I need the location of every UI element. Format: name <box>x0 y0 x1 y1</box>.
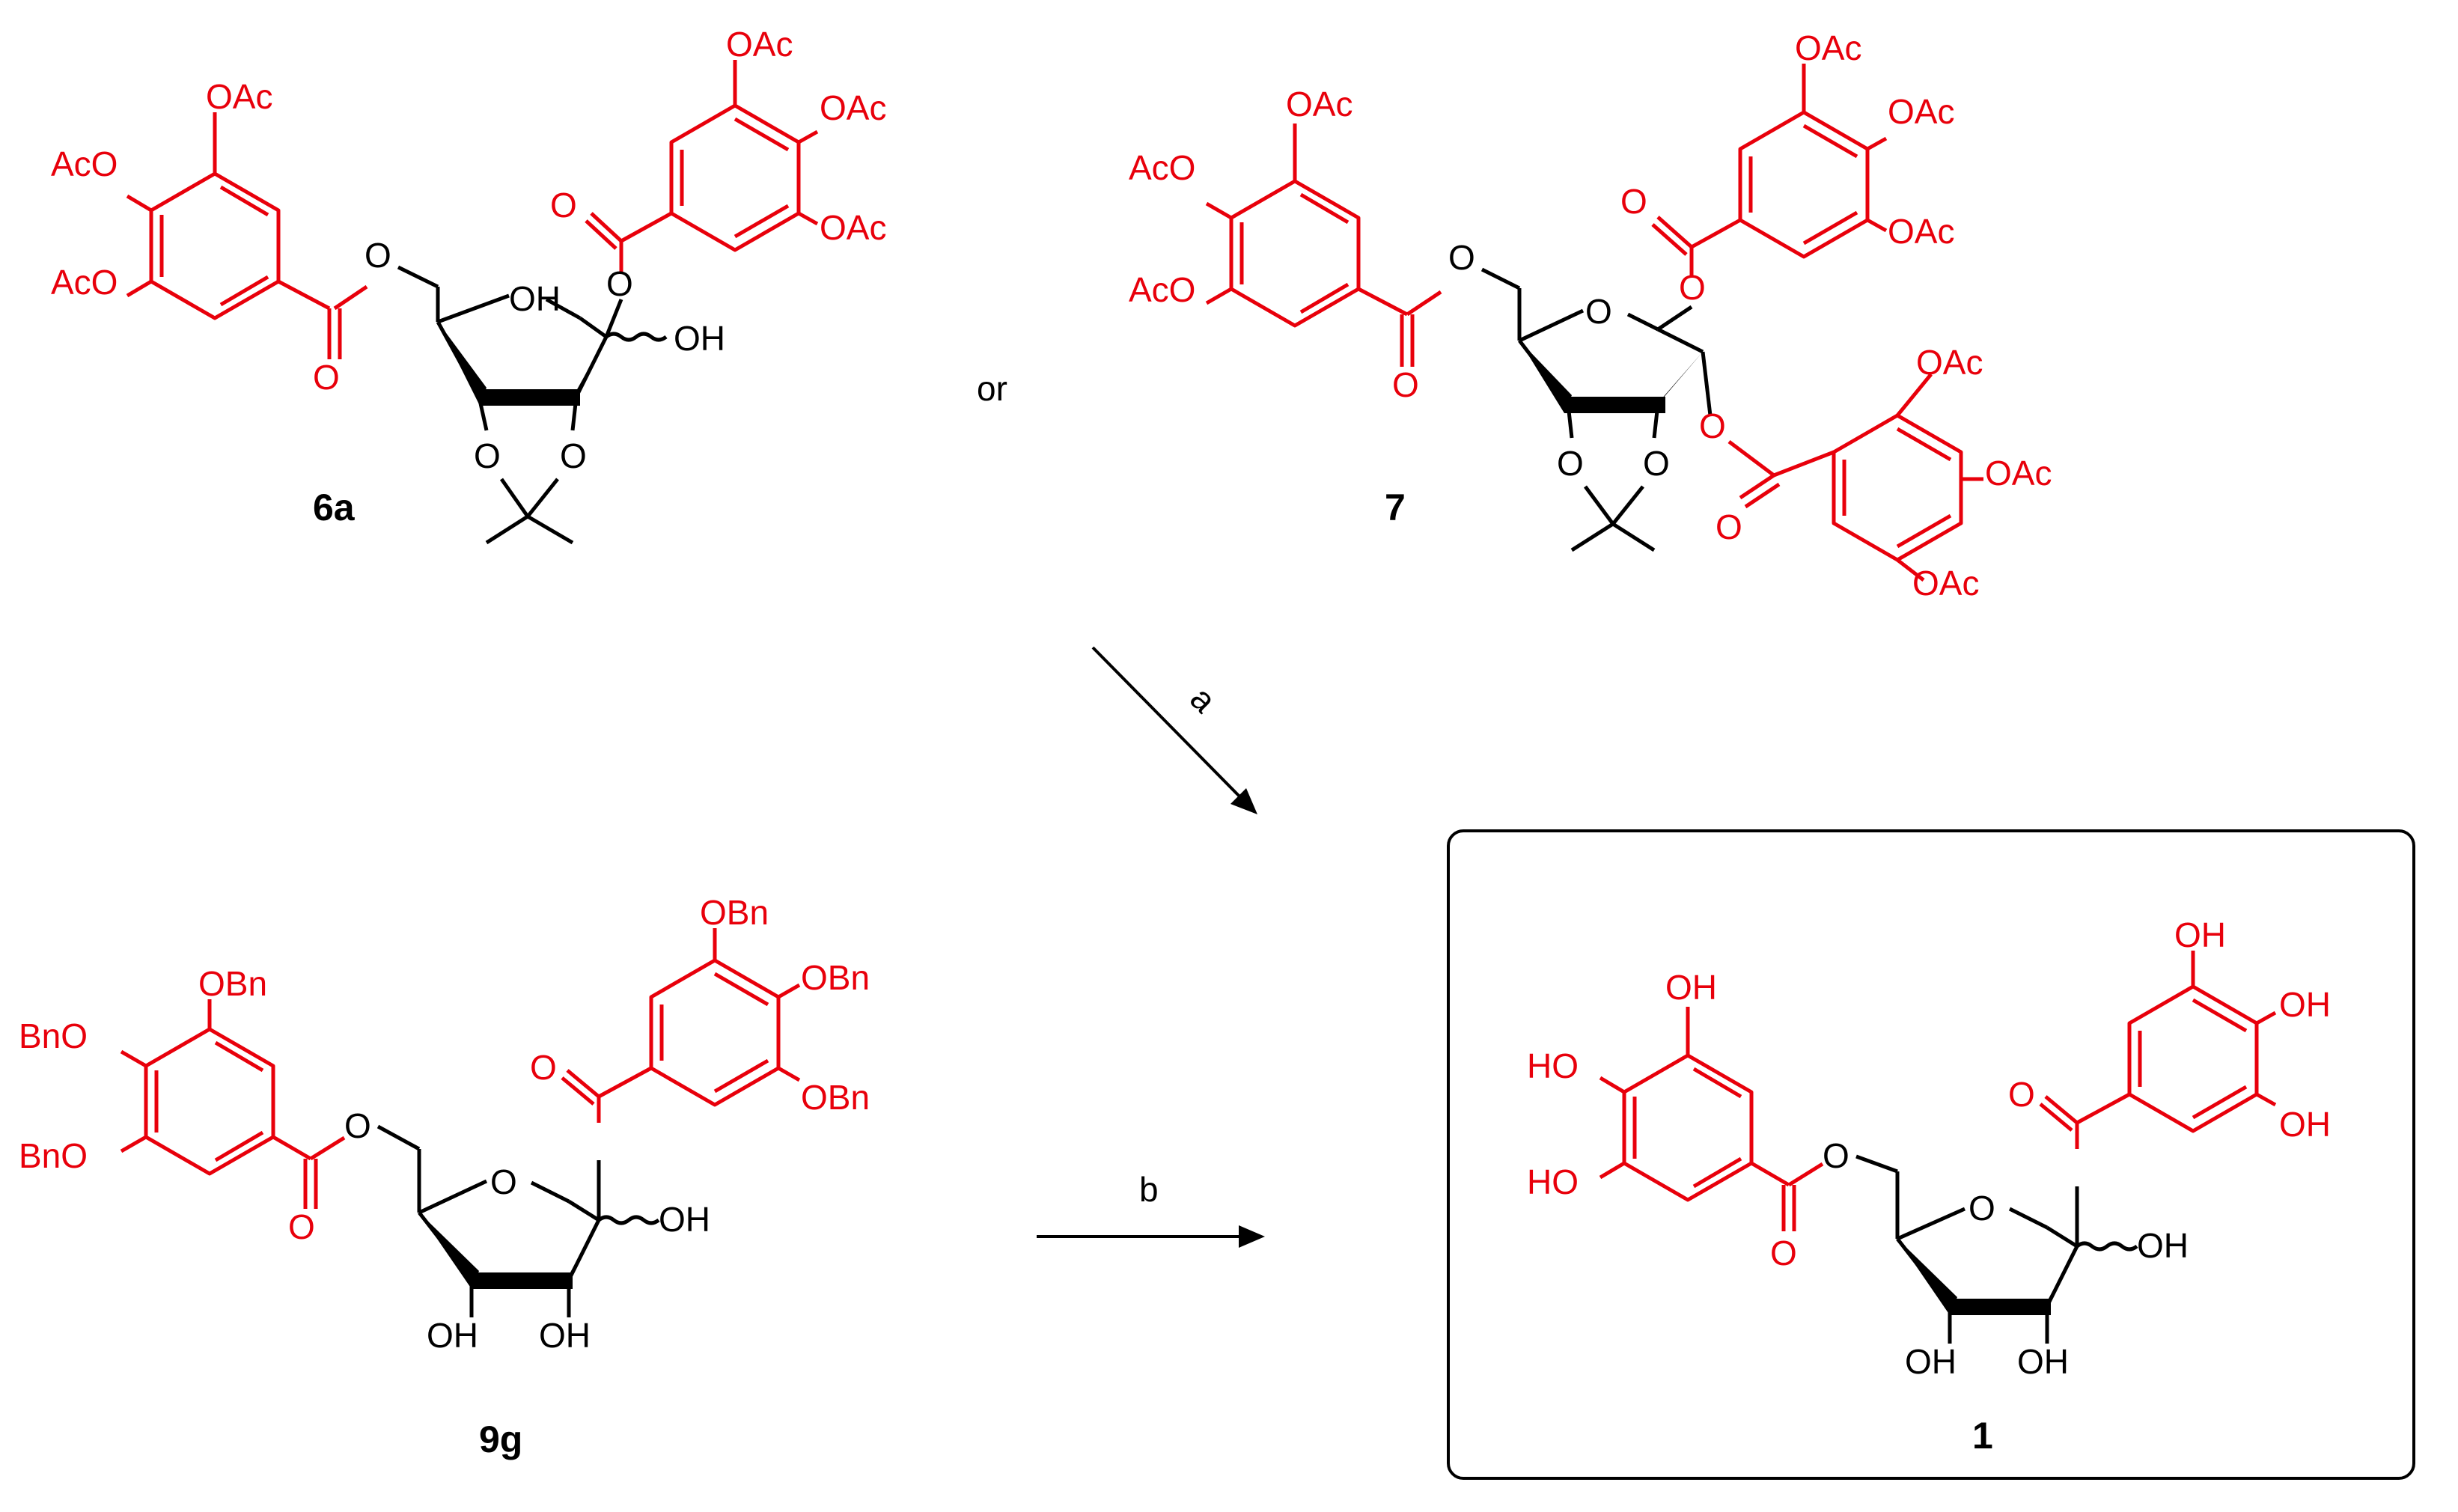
label-6a-1: AcO <box>51 144 118 183</box>
label-6a-5: OAc <box>820 208 886 247</box>
label-9g-12: OH <box>539 1316 591 1355</box>
label-1-4: OH <box>2279 985 2331 1024</box>
label-6a-10: OH <box>509 279 561 318</box>
label-9g-2: BnO <box>19 1136 88 1175</box>
label-7-5: OAc <box>1888 212 1954 251</box>
label-1-7: O <box>2008 1075 2035 1114</box>
label-7-1: AcO <box>1129 148 1195 187</box>
label-7-10: O <box>1620 182 1647 221</box>
label-7-4: OAc <box>1888 92 1954 131</box>
label-9g-8: O <box>344 1106 371 1145</box>
label-1-1: HO <box>1527 1046 1579 1085</box>
compound-id-7: 7 <box>1385 487 1406 528</box>
compound-id-9g: 9g <box>479 1418 522 1460</box>
label-1-10: OH <box>2137 1226 2189 1265</box>
label-9g-1: BnO <box>19 1016 88 1055</box>
label-9g-10: OH <box>659 1200 710 1239</box>
label-9g-3: OBn <box>700 893 769 932</box>
label-1-2: HO <box>1527 1162 1579 1201</box>
label-9g-5: OBn <box>801 1078 870 1117</box>
label-7-2: AcO <box>1129 270 1195 309</box>
label-6a-12: O <box>560 436 587 475</box>
label-6a-0: OAc <box>206 77 272 116</box>
label-1-3: OH <box>2174 915 2226 954</box>
label-7-16b: O <box>1643 444 1670 483</box>
label-6a-7: O <box>550 186 577 225</box>
label-7-13: O <box>1699 406 1726 445</box>
label-7-6: OAc <box>1916 343 1983 382</box>
label-1-9: O <box>1968 1189 1995 1228</box>
label-9g-11: OH <box>427 1316 478 1355</box>
label-9g-0: OBn <box>198 964 267 1003</box>
compound-6a: OAc AcO AcO OAc OAc OAc O O O O OH OH O … <box>51 25 886 545</box>
label-6a-4: OAc <box>820 88 886 127</box>
compound-7: OAc AcO AcO OAc OAc OAc OAc OAc OAc O O … <box>1129 28 2052 603</box>
label-7-3: OAc <box>1795 28 1861 67</box>
condition-a: a <box>1183 679 1224 720</box>
label-7-16: O <box>1557 444 1584 483</box>
label-9g-9: O <box>490 1162 517 1201</box>
label-9g-4: OBn <box>801 958 870 997</box>
label-6a-2: AcO <box>51 263 118 302</box>
label-9g-7: O <box>530 1048 557 1087</box>
label-6a-3: OAc <box>726 25 793 64</box>
label-6a-9: O <box>606 264 633 303</box>
condition-b: b <box>1139 1170 1159 1209</box>
label-7-7: OAc <box>1985 454 2052 493</box>
label-1-6: O <box>1770 1234 1797 1272</box>
compound-1: OH HO HO OH OH OH O O O O OH OH OH 1 <box>1447 829 2415 1480</box>
label-7-8: OAc <box>1912 564 1979 603</box>
label-1-8: O <box>1823 1136 1849 1175</box>
label-1-5: OH <box>2279 1105 2331 1144</box>
connector-or: or <box>977 369 1007 408</box>
label-1-11: OH <box>1905 1342 1957 1381</box>
label-6a-8: O <box>365 236 391 275</box>
product-box <box>1447 829 2415 1480</box>
label-7-11: O <box>1716 507 1742 546</box>
label-1-0: OH <box>1665 968 1717 1007</box>
label-6a-11: O <box>474 436 501 475</box>
arrow-b: b <box>1037 1170 1265 1248</box>
compound-9g: OBn BnO BnO OBn OBn OBn O O O O OH OH OH… <box>19 893 870 1460</box>
compound-id-6a: 6a <box>313 487 356 528</box>
compound-id-1: 1 <box>1972 1415 1993 1457</box>
label-7-0: OAc <box>1286 85 1352 124</box>
arrow-a: a <box>1091 646 1257 814</box>
label-6a-10b: OH <box>674 319 725 358</box>
label-1-12: OH <box>2017 1342 2069 1381</box>
label-7-9: O <box>1392 365 1419 404</box>
label-7-15: O <box>1585 292 1612 331</box>
label-7-14: O <box>1448 238 1475 277</box>
label-9g-6: O <box>288 1207 315 1246</box>
label-7-12: O <box>1679 268 1706 307</box>
label-6a-6: O <box>313 358 340 397</box>
